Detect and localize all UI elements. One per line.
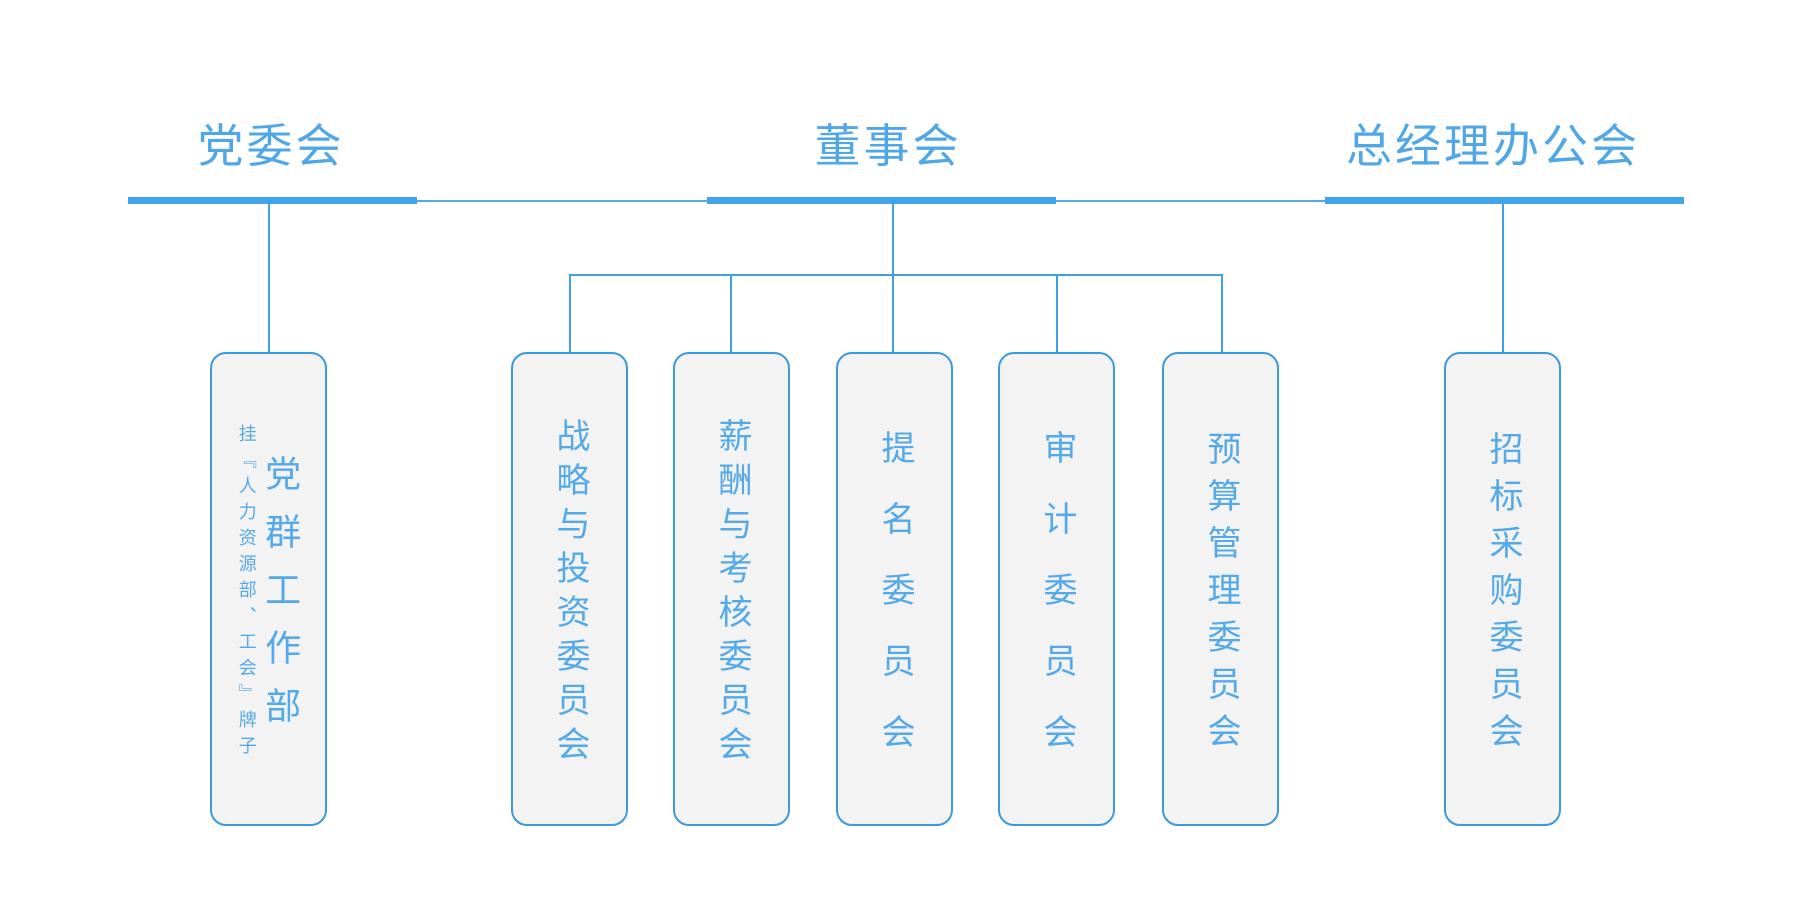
underline-gm-office-meeting — [1325, 197, 1684, 204]
node-label: 党群工作部 — [260, 455, 302, 745]
connector-board-center — [892, 202, 894, 352]
underline-board-of-directors — [707, 197, 1056, 204]
node-annotation: 挂『人力资源部、工会』牌子 — [236, 424, 257, 762]
node-label: 招标采购委员会 — [1484, 431, 1523, 760]
connector-audit — [1056, 275, 1058, 352]
connector-party-to-box — [268, 202, 270, 352]
node-party-mass-work-dept: 挂『人力资源部、工会』牌子 党群工作部 — [210, 352, 327, 826]
node-budget-management-committee: 预算管理委员会 — [1162, 352, 1279, 826]
node-nomination-committee: 提名委员会 — [836, 352, 953, 826]
node-remuneration-appraisal-committee: 薪酬与考核委员会 — [673, 352, 790, 826]
connector-remuneration — [730, 275, 732, 352]
node-audit-committee: 审计委员会 — [998, 352, 1115, 826]
board-distribution-line — [569, 274, 1223, 276]
header-gm-office-meeting: 总经理办公会 — [1346, 120, 1640, 172]
node-label: 薪酬与考核委员会 — [713, 418, 752, 770]
underline-party-committee — [128, 197, 417, 204]
connector-gm-to-box — [1502, 202, 1504, 352]
node-tendering-procurement-committee: 招标采购委员会 — [1444, 352, 1561, 826]
header-party-committee: 党委会 — [197, 120, 345, 172]
node-label: 战略与投资委员会 — [551, 418, 590, 770]
node-label: 审计委员会 — [1038, 430, 1077, 785]
connector-strategy — [569, 275, 571, 352]
node-content: 挂『人力资源部、工会』牌子 党群工作部 — [236, 424, 302, 762]
node-label: 预算管理委员会 — [1202, 431, 1241, 760]
header-board-of-directors: 董事会 — [814, 120, 962, 172]
connector-budget — [1221, 275, 1223, 352]
node-strategy-investment-committee: 战略与投资委员会 — [511, 352, 628, 826]
node-label: 提名委员会 — [876, 430, 915, 785]
